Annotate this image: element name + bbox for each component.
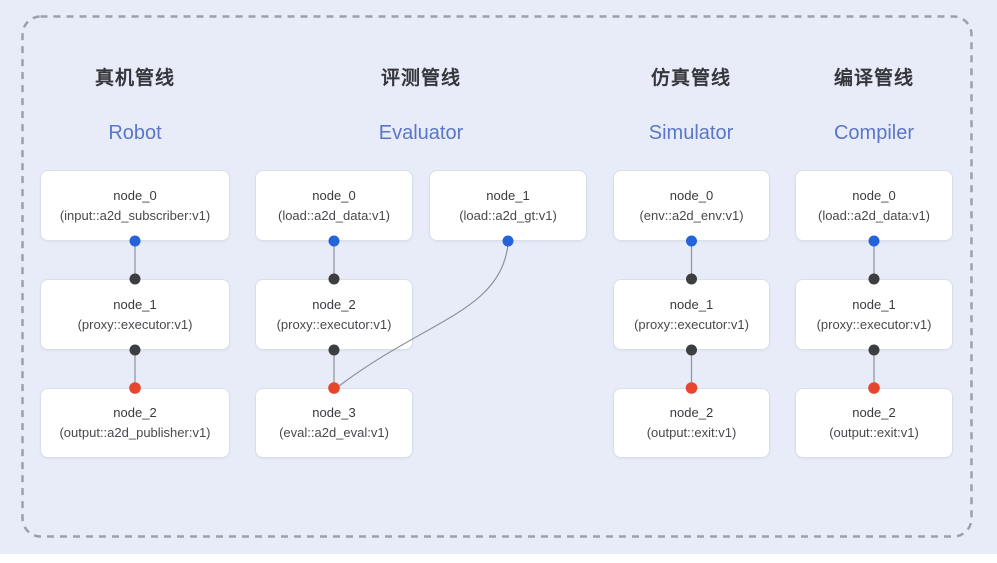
node-name: node_3 (312, 405, 356, 420)
node-name: node_1 (486, 187, 530, 203)
pipeline-title-cn-compiler: 编译管线 (833, 68, 915, 89)
node-detail: (output::a2d_publisher:v1) (59, 425, 211, 440)
node-name: node_0 (669, 187, 714, 203)
node-detail: (output::exit:v1) (646, 425, 737, 440)
node-card-evaluator-node3: node_3 (eval::a2d_eval:v1) (255, 388, 413, 458)
pipeline-title-en-simulator: Simulator (648, 122, 734, 144)
pipeline-title-cn-robot: 真机管线 (94, 68, 176, 89)
node-name: node_2 (852, 405, 896, 420)
node-detail: (input::a2d_subscriber:v1) (59, 207, 211, 223)
node-detail: (load::a2d_data:v1) (817, 207, 931, 223)
node-card-robot-node0: node_0 (input::a2d_subscriber:v1) (40, 170, 230, 241)
node-name: node_2 (312, 296, 356, 312)
node-name: node_0 (113, 187, 157, 203)
node-name: node_0 (312, 187, 356, 203)
node-detail: (env::a2d_env:v1) (639, 207, 744, 223)
node-detail: (eval::a2d_eval:v1) (279, 425, 389, 440)
node-card-evaluator-node1: node_1 (load::a2d_gt:v1) (429, 170, 587, 241)
node-name: node_2 (113, 405, 157, 420)
node-card-robot-node1: node_1 (proxy::executor:v1) (40, 279, 230, 350)
node-card-robot-node2: node_2 (output::a2d_publisher:v1) (40, 388, 230, 458)
node-detail: (load::a2d_gt:v1) (459, 207, 557, 223)
node-name: node_2 (669, 405, 714, 420)
node-detail: (proxy::executor:v1) (276, 316, 392, 332)
node-detail: (load::a2d_data:v1) (277, 207, 391, 223)
node-card-simulator-node1: node_1 (proxy::executor:v1) (613, 279, 770, 350)
node-card-compiler-node0: node_0 (load::a2d_data:v1) (795, 170, 953, 241)
pipeline-title-cn-evaluator: 评测管线 (380, 68, 462, 89)
node-name: node_1 (852, 296, 896, 312)
node-name: node_0 (852, 187, 896, 203)
node-card-compiler-node2: node_2 (output::exit:v1) (795, 388, 953, 458)
node-detail: (proxy::executor:v1) (634, 316, 749, 332)
node-card-compiler-node1: node_1 (proxy::executor:v1) (795, 279, 953, 350)
node-name: node_1 (669, 296, 714, 312)
pipeline-title-en-evaluator: Evaluator (378, 122, 464, 144)
node-card-simulator-node2: node_2 (output::exit:v1) (613, 388, 770, 458)
node-detail: (proxy::executor:v1) (77, 316, 193, 332)
pipeline-title-en-robot: Robot (108, 122, 162, 144)
node-detail: (proxy::executor:v1) (816, 316, 932, 332)
node-detail: (output::exit:v1) (829, 425, 919, 440)
node-name: node_1 (113, 296, 157, 312)
pipeline-title-cn-simulator: 仿真管线 (650, 68, 732, 89)
node-card-evaluator-node2: node_2 (proxy::executor:v1) (255, 279, 413, 350)
node-card-evaluator-node0: node_0 (load::a2d_data:v1) (255, 170, 413, 241)
pipeline-title-en-compiler: Compiler (833, 122, 915, 144)
node-card-simulator-node0: node_0 (env::a2d_env:v1) (613, 170, 770, 241)
